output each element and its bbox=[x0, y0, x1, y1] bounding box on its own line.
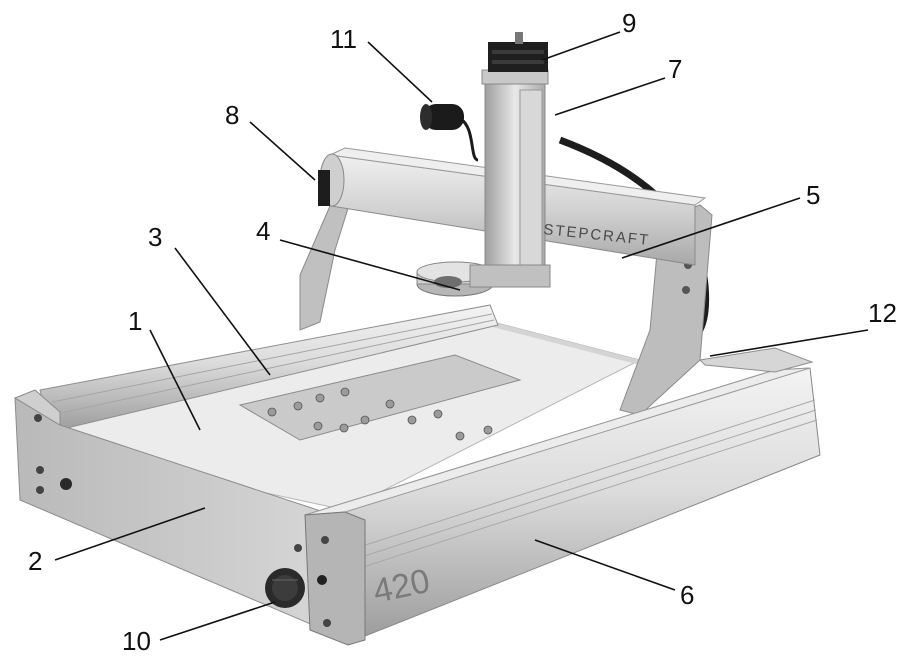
callout-7: 7 bbox=[668, 54, 682, 84]
leader-9 bbox=[541, 31, 621, 61]
callout-4: 4 bbox=[256, 216, 270, 246]
leader-lines bbox=[54, 31, 869, 641]
control-knob bbox=[265, 568, 305, 608]
leader-3 bbox=[174, 247, 271, 376]
spindle bbox=[420, 104, 479, 162]
callout-9: 9 bbox=[622, 8, 636, 38]
callout-labels: 1 2 3 4 5 6 7 8 9 10 11 12 bbox=[28, 8, 897, 656]
leader-12 bbox=[709, 329, 869, 357]
leader-4 bbox=[279, 239, 461, 291]
leader-1 bbox=[149, 329, 201, 431]
callout-5: 5 bbox=[806, 180, 820, 210]
leader-6 bbox=[534, 539, 676, 591]
front-end-cap bbox=[304, 511, 366, 646]
callout-6: 6 bbox=[680, 580, 694, 610]
callout-11: 11 bbox=[330, 24, 357, 54]
callout-2: 2 bbox=[28, 546, 42, 576]
callout-3: 3 bbox=[148, 222, 162, 252]
clamping-strip bbox=[238, 354, 522, 441]
leader-10 bbox=[159, 601, 276, 641]
leader-8 bbox=[249, 121, 316, 181]
stepper-motor bbox=[488, 42, 548, 72]
machine: STEPCRAFT 420 bbox=[13, 32, 821, 646]
callout-1: 1 bbox=[128, 306, 142, 336]
leader-11 bbox=[367, 41, 433, 103]
tool-holder bbox=[416, 261, 551, 297]
leader-7 bbox=[554, 77, 666, 116]
callout-10: 10 bbox=[122, 626, 151, 656]
leader-5 bbox=[621, 197, 801, 259]
leader-2 bbox=[54, 507, 206, 561]
callout-8: 8 bbox=[225, 100, 239, 130]
callout-12: 12 bbox=[868, 298, 897, 328]
